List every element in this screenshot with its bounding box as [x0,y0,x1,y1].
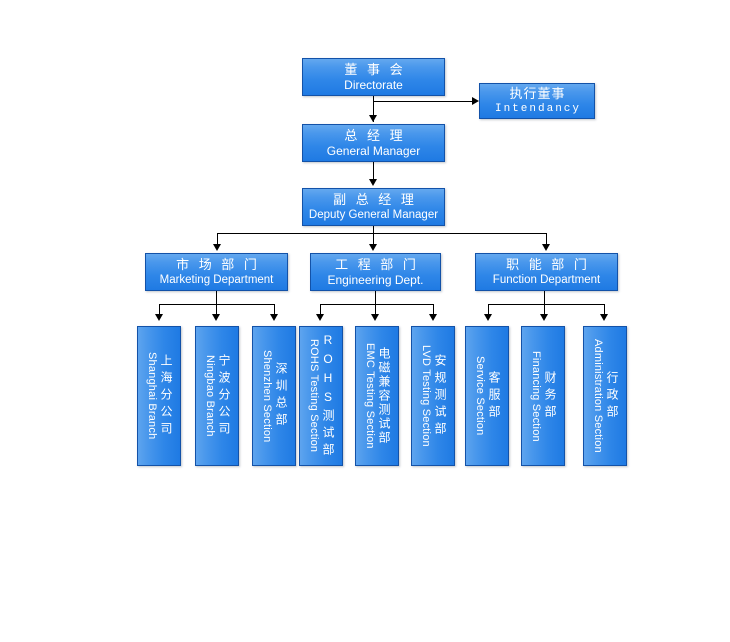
arrow-to-emc-testing-section [371,314,379,321]
node-engineering-department-en: Engineering Dept. [327,273,424,287]
leaf-shanghai-branch-cn: 上海分公司 [159,353,173,439]
leaf-shenzhen-section-en: Shenzhen Section [261,349,273,443]
leaf-shanghai-branch-en: Shanghai Branch [146,352,158,440]
node-intendancy[interactable]: 执行董事 Intendancy [479,83,595,119]
arrow-to-ningbao-branch [212,314,220,321]
node-directorate-en: Directorate [344,78,403,92]
connector-function-stem [544,291,545,304]
arrow-to-deputy-general-manager [369,179,377,186]
leaf-ningbao-branch[interactable]: 宁波分公司 Ningbao Branch [195,326,239,466]
leaf-rohs-testing-section[interactable]: ROHS测试部 ROHS Testing Section [299,326,343,466]
node-intendancy-en: Intendancy [494,103,581,115]
leaf-administration-section-cn: 行政部 [605,370,619,422]
node-deputy-general-manager[interactable]: 副 总 经 理 Deputy General Manager [302,188,445,226]
leaf-service-section-en: Service Section [474,356,486,436]
arrow-to-service-section [484,314,492,321]
connector-engineering-bus [320,304,433,305]
connector-engineering-drop-1 [320,304,321,316]
connector-gm-to-dgm [373,162,374,181]
connector-dgm-drop-right [546,233,547,246]
arrow-to-administration-section [600,314,608,321]
connector-engineering-drop-3 [433,304,434,316]
node-function-department[interactable]: 职 能 部 门 Function Department [475,253,618,291]
connector-dgm-drop-left [217,233,218,246]
connector-dgm-drop-mid [373,233,374,246]
node-deputy-general-manager-cn: 副 总 经 理 [333,192,417,207]
node-intendancy-cn: 执行董事 [509,86,566,101]
node-engineering-department-cn: 工 程 部 门 [335,257,419,272]
connector-marketing-stem [216,291,217,304]
leaf-lvd-testing-section[interactable]: 安规测试部 LVD Testing Section [411,326,455,466]
arrow-to-intendancy [472,97,479,105]
connector-engineering-stem [375,291,376,304]
leaf-lvd-testing-section-cn: 安规测试部 [433,353,447,439]
connector-function-drop-3 [604,304,605,316]
leaf-financing-section-cn: 财务部 [543,370,557,422]
connector-directorate-to-intendancy [373,101,474,102]
leaf-emc-testing-section[interactable]: 电磁兼容测试部 EMC Testing Section [355,326,399,466]
connector-engineering-drop-2 [375,304,376,316]
leaf-ningbao-branch-cn: 宁波分公司 [217,353,231,439]
arrow-to-shanghai-branch [155,314,163,321]
node-general-manager-cn: 总 经 理 [344,128,406,143]
leaf-lvd-testing-section-en: LVD Testing Section [420,345,432,447]
arrow-to-engineering-department [369,244,377,251]
leaf-rohs-testing-section-cn: ROHS测试部 [321,332,335,460]
node-directorate[interactable]: 董 事 会 Directorate [302,58,445,96]
connector-function-drop-1 [488,304,489,316]
node-marketing-department-cn: 市 场 部 门 [176,257,260,272]
leaf-administration-section[interactable]: 行政部 Administration Section [583,326,627,466]
connector-dgm-bus [217,233,547,234]
leaf-rohs-testing-section-en: ROHS Testing Section [308,339,320,453]
arrow-to-general-manager [369,115,377,122]
connector-dgm-stem [373,226,374,234]
connector-directorate-stem [373,96,374,122]
node-marketing-department-en: Marketing Department [159,274,274,286]
leaf-ningbao-branch-en: Ningbao Branch [204,355,216,437]
node-function-department-en: Function Department [492,274,601,286]
node-general-manager-en: General Manager [326,144,421,158]
arrow-to-lvd-testing-section [429,314,437,321]
connector-marketing-drop-3 [274,304,275,316]
leaf-administration-section-en: Administration Section [592,339,604,453]
leaf-service-section[interactable]: 客服部 Service Section [465,326,509,466]
leaf-emc-testing-section-cn: 电磁兼容测试部 [377,347,391,445]
arrow-to-shenzhen-section [270,314,278,321]
leaf-shanghai-branch[interactable]: 上海分公司 Shanghai Branch [137,326,181,466]
leaf-emc-testing-section-en: EMC Testing Section [364,343,376,449]
arrow-to-function-department [542,244,550,251]
leaf-service-section-cn: 客服部 [487,370,501,422]
connector-function-drop-2 [544,304,545,316]
connector-marketing-drop-1 [159,304,160,316]
connector-function-bus [488,304,605,305]
leaf-shenzhen-section[interactable]: 深圳总部 Shenzhen Section [252,326,296,466]
arrow-to-rohs-testing-section [316,314,324,321]
connector-marketing-drop-2 [216,304,217,316]
arrow-to-financing-section [540,314,548,321]
node-marketing-department[interactable]: 市 场 部 门 Marketing Department [145,253,288,291]
node-engineering-department[interactable]: 工 程 部 门 Engineering Dept. [310,253,441,291]
arrow-to-marketing-department [213,244,221,251]
leaf-shenzhen-section-cn: 深圳总部 [274,362,288,430]
leaf-financing-section-en: Financing Section [530,350,542,442]
leaf-financing-section[interactable]: 财务部 Financing Section [521,326,565,466]
node-directorate-cn: 董 事 会 [344,62,406,77]
node-function-department-cn: 职 能 部 门 [506,257,590,272]
node-general-manager[interactable]: 总 经 理 General Manager [302,124,445,162]
node-deputy-general-manager-en: Deputy General Manager [308,209,439,221]
